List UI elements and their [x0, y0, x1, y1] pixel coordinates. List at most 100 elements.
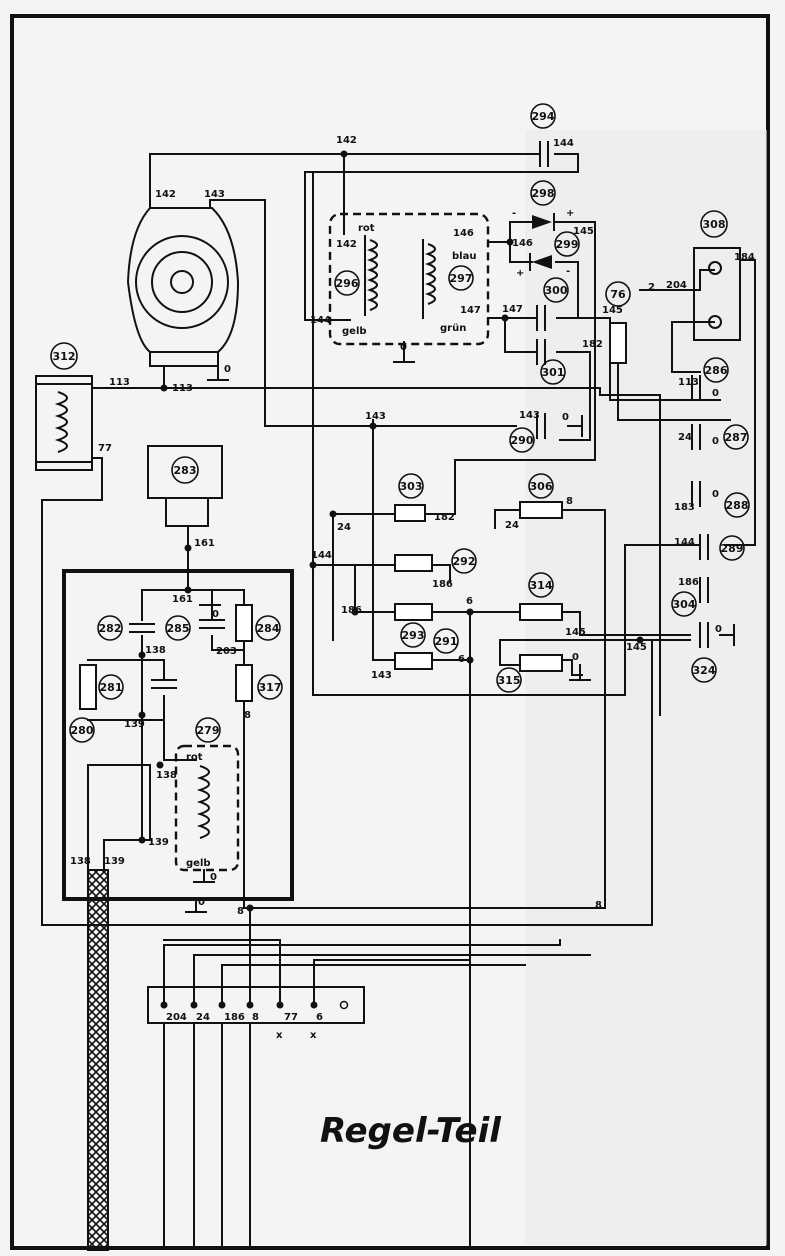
svg-text:138: 138 — [145, 645, 166, 656]
ref-298: 298 — [530, 180, 556, 206]
ground-4 — [569, 664, 591, 681]
ref-299: 299 — [554, 231, 580, 257]
svg-text:x: x — [310, 1030, 317, 1041]
svg-text:113: 113 — [678, 377, 699, 388]
svg-text:0: 0 — [210, 872, 217, 883]
svg-text:0: 0 — [224, 364, 231, 375]
svg-text:186: 186 — [678, 577, 699, 588]
svg-text:blau: blau — [452, 251, 476, 262]
svg-text:281: 281 — [100, 681, 123, 694]
ref-317: 317 — [257, 674, 283, 700]
svg-text:304: 304 — [673, 598, 696, 611]
svg-text:142: 142 — [336, 239, 357, 250]
svg-text:77: 77 — [284, 1012, 298, 1023]
svg-text:147: 147 — [460, 305, 481, 316]
ref-308: 308 — [700, 210, 728, 238]
svg-text:142: 142 — [155, 189, 176, 200]
ref-286: 286 — [703, 357, 729, 383]
svg-text:grün: grün — [440, 323, 466, 334]
svg-text:144: 144 — [310, 315, 331, 326]
svg-text:186: 186 — [341, 605, 362, 616]
res-291 — [394, 652, 433, 670]
svg-text:8: 8 — [252, 1012, 259, 1023]
svg-text:8: 8 — [244, 710, 251, 721]
ref-306: 306 — [528, 473, 554, 499]
svg-text:294: 294 — [532, 110, 555, 123]
svg-text:gelb: gelb — [342, 326, 367, 337]
svg-text:0: 0 — [212, 609, 219, 620]
svg-text:0: 0 — [712, 489, 719, 500]
svg-text:283: 283 — [174, 464, 197, 477]
svg-text:139: 139 — [148, 837, 169, 848]
svg-text:145: 145 — [573, 226, 594, 237]
wire-labels: 142 144 142 143 145 146 146 142 147 147 … — [70, 135, 755, 917]
diagram-title: Regel-Teil — [320, 1111, 502, 1151]
svg-text:0: 0 — [562, 412, 569, 423]
svg-text:142: 142 — [336, 135, 357, 146]
svg-text:301: 301 — [542, 366, 565, 379]
ground-7 — [193, 869, 215, 883]
ref-312: 312 — [50, 342, 78, 370]
ref-304: 304 — [671, 591, 697, 617]
svg-text:2: 2 — [648, 282, 655, 293]
svg-text:24: 24 — [678, 432, 692, 443]
transformer-279-box — [174, 744, 240, 872]
svg-text:+: + — [566, 208, 574, 219]
ground-5 — [719, 624, 735, 646]
ground-symbols — [185, 341, 735, 913]
svg-text:138: 138 — [70, 856, 91, 867]
svg-text:6: 6 — [316, 1012, 323, 1023]
svg-text:6: 6 — [466, 596, 473, 607]
svg-text:298: 298 — [532, 187, 555, 200]
switch-308-box — [693, 247, 741, 341]
res-303 — [394, 504, 426, 522]
diodes — [529, 213, 555, 271]
svg-text:284: 284 — [257, 622, 280, 635]
svg-text:143: 143 — [204, 189, 225, 200]
svg-text:8: 8 — [237, 906, 244, 917]
svg-text:6: 6 — [458, 654, 465, 665]
ref-315: 315 — [496, 667, 522, 693]
ref-293: 293 — [400, 622, 426, 648]
svg-text:139: 139 — [104, 856, 125, 867]
ground-2 — [207, 365, 229, 381]
svg-text:144: 144 — [674, 537, 695, 548]
tube-283 — [147, 445, 223, 527]
svg-text:143: 143 — [519, 410, 540, 421]
svg-text:145: 145 — [626, 642, 647, 653]
svg-text:204: 204 — [666, 280, 687, 291]
relay-296-coil — [364, 235, 378, 316]
ground-3 — [567, 415, 583, 437]
wiring — [41, 153, 756, 1246]
svg-text:296: 296 — [336, 277, 359, 290]
svg-text:289: 289 — [721, 542, 744, 555]
svg-text:280: 280 — [71, 724, 94, 737]
ref-296: 296 — [334, 270, 360, 296]
svg-text:182: 182 — [582, 339, 603, 350]
ref-289: 289 — [719, 535, 745, 561]
capacitors — [129, 141, 709, 689]
cap-301 — [536, 339, 546, 365]
terminal-strip — [147, 986, 365, 1024]
svg-text:0: 0 — [712, 436, 719, 447]
svg-text:0: 0 — [198, 897, 205, 908]
res-306 — [519, 501, 563, 519]
svg-text:306: 306 — [530, 480, 553, 493]
svg-text:303: 303 — [400, 480, 423, 493]
relay-dashed-box — [328, 212, 490, 346]
res-314 — [519, 603, 563, 621]
svg-text:300: 300 — [545, 284, 568, 297]
ref-290: 290 — [509, 427, 535, 453]
svg-text:146: 146 — [453, 228, 474, 239]
motor-symbol — [126, 207, 240, 367]
svg-text:144: 144 — [311, 550, 332, 561]
shaded-strip — [525, 130, 767, 1245]
outer-frame — [10, 14, 770, 1250]
cap-285 — [199, 619, 225, 629]
cap-286 — [691, 375, 701, 401]
svg-text:8: 8 — [566, 496, 573, 507]
svg-text:76: 76 — [610, 288, 626, 301]
svg-text:0: 0 — [400, 342, 407, 353]
svg-text:317: 317 — [259, 681, 282, 694]
